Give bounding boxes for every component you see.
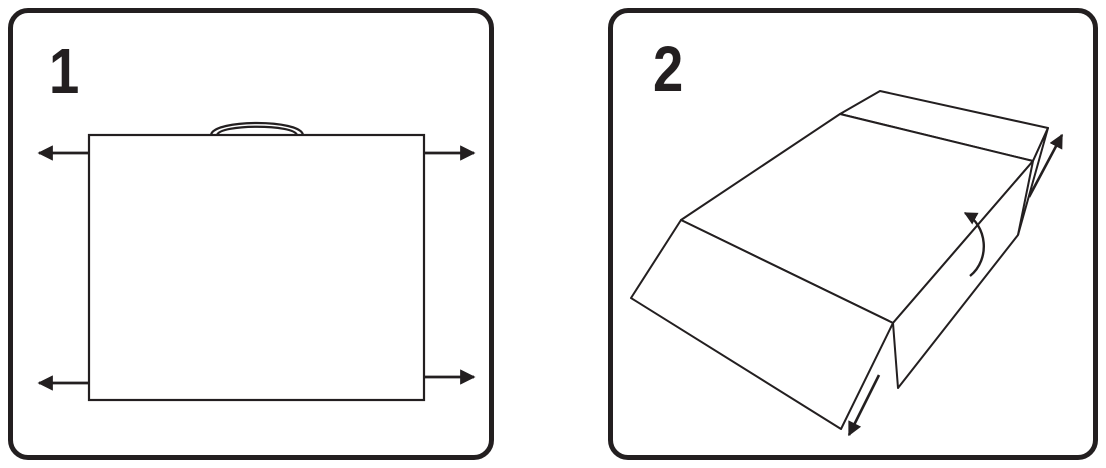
outward-arrows-icon bbox=[37, 145, 476, 391]
step-1-number: 1 bbox=[49, 35, 80, 107]
box-outline bbox=[630, 90, 1049, 430]
box-top-view-icon bbox=[37, 121, 476, 402]
fold-arrows-icon bbox=[847, 133, 1064, 437]
box-outline bbox=[87, 133, 426, 402]
step-1-panel: 1 bbox=[8, 8, 494, 460]
box-folding-icon bbox=[630, 90, 1064, 437]
handle-icon bbox=[209, 121, 305, 136]
step-2-panel: 2 bbox=[608, 8, 1098, 460]
step-2-number: 2 bbox=[653, 33, 684, 105]
